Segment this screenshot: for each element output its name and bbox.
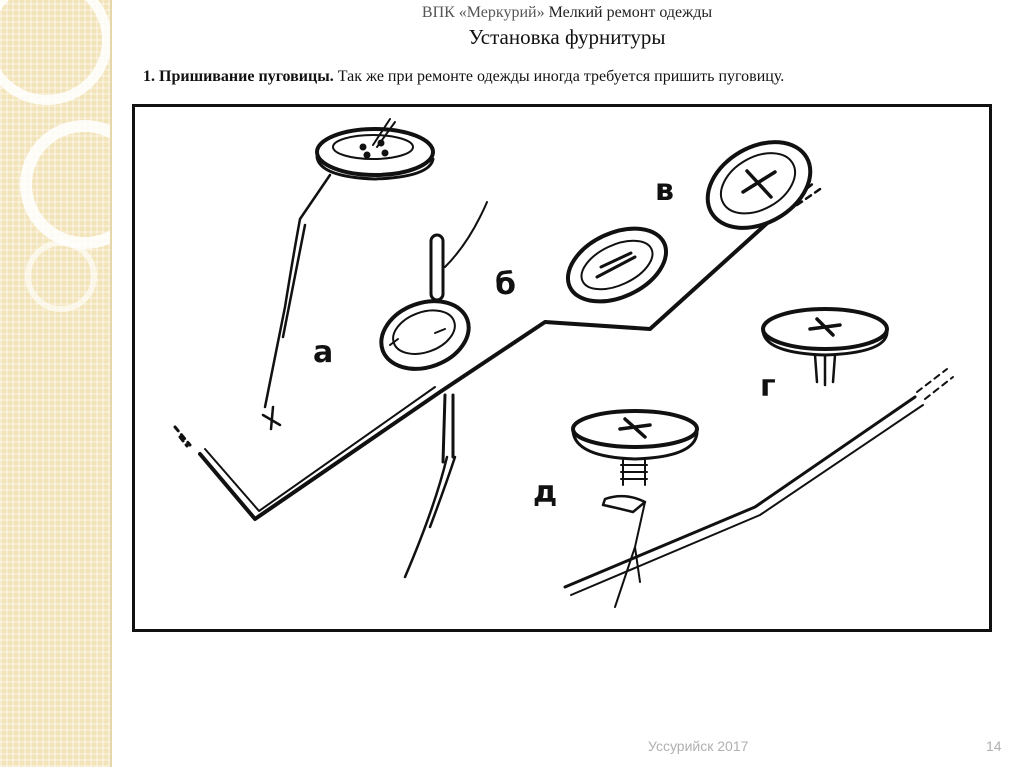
side-band-edge [110,0,112,767]
decorative-side-band [0,0,149,767]
decorative-ring [25,240,97,312]
label-a: а [313,335,334,370]
slide-header: ВПК «Меркурий» Мелкий ремонт одежды [110,4,1024,22]
label-b: б [495,267,516,302]
intro-bold: 1. Пришивание пуговицы. [143,68,334,85]
page-number: 14 [986,738,1002,754]
intro-text: Так же при ремонте одежды иногда требует… [337,68,785,85]
header-org: ВПК «Меркурий» [421,4,545,21]
decorative-ring [20,120,149,249]
footer-city-year: Уссурийск 2017 [648,738,749,754]
label-d: д [533,475,558,510]
label-v: в [655,173,674,208]
button-sewing-illustration: а б в г д [132,104,992,632]
slide-title: Установка фурнитуры [468,25,666,49]
decorative-ring [0,0,112,105]
intro-paragraph: 1. Пришивание пуговицы. Так же при ремон… [143,68,1003,86]
illustration-drawing [173,118,954,608]
header-subject: Мелкий ремонт одежды [548,4,713,21]
label-g: г [760,369,776,404]
